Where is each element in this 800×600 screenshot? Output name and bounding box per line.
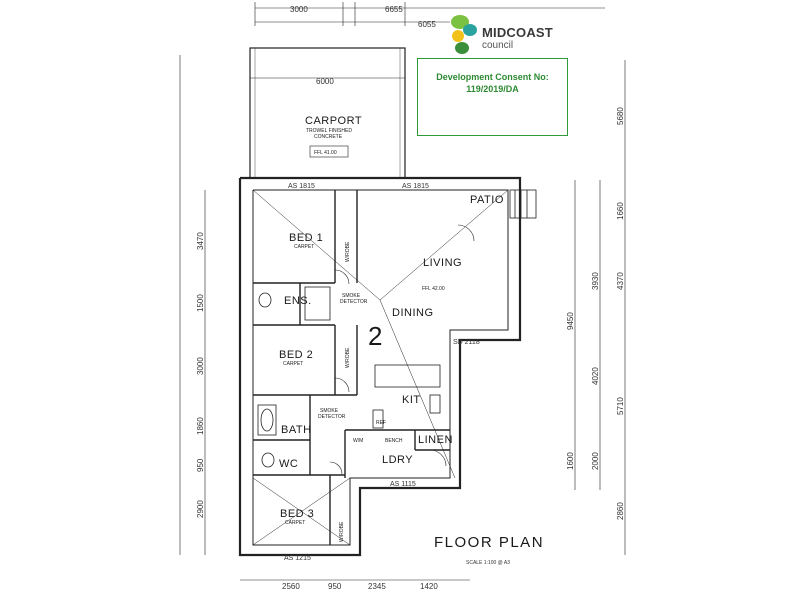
dim-right-4: 4370	[616, 272, 625, 290]
room-linen: LINEN	[418, 434, 453, 446]
carport-note-1: TROWEL FINISHED	[306, 128, 352, 134]
consent-number: 119/2019/DA	[466, 84, 519, 94]
room-ensuite: ENS.	[284, 295, 312, 307]
dim-left-1: 3470	[196, 232, 205, 250]
consent-title: Development Consent No:	[436, 72, 549, 82]
room-bed-2: BED 2	[279, 349, 313, 361]
bath-fixtures	[257, 286, 331, 468]
room-dining: DINING	[392, 307, 434, 319]
living-ffl: FFL 42.00	[422, 286, 445, 292]
room-bath: BATH	[281, 424, 312, 436]
dim-right-1: 5680	[616, 107, 625, 125]
door-swings	[329, 224, 475, 475]
logo-name: MIDCOAST	[482, 25, 553, 40]
room-patio: PATIO	[470, 194, 504, 206]
logo-subtitle: council	[482, 40, 514, 51]
house-outline	[238, 176, 522, 557]
kitchen-island	[372, 364, 441, 429]
room-living: LIVING	[423, 257, 462, 269]
dim-left-5: 950	[196, 458, 205, 472]
kitchen-ref: REF	[376, 420, 386, 426]
dim-as1215: AS 1215	[284, 555, 311, 562]
bed-3-floor: CARPET	[285, 520, 305, 526]
room-wc: WC	[279, 458, 298, 470]
logo-leaf-teal	[463, 24, 477, 36]
interior-walls	[253, 190, 450, 545]
patio-steps	[509, 189, 537, 219]
room-laundry: LDRY	[382, 454, 413, 466]
dim-right-10: 2860	[616, 502, 625, 520]
logo-leaf-dark-green	[455, 42, 469, 54]
dim-left-6: 2900	[196, 500, 205, 518]
bed-2-floor: CARPET	[283, 361, 303, 367]
bed-1-floor: CARPET	[294, 244, 314, 250]
left-dimension-lines	[179, 55, 206, 555]
smoke-detector-2-label: SMOKE	[320, 408, 339, 414]
dim-right-3: 3930	[591, 272, 600, 290]
dim-as1815-a: AS 1815	[288, 183, 315, 190]
scale-note: SCALE 1:100 @ A3	[466, 560, 510, 566]
dim-top-1: 3000	[290, 5, 308, 14]
dim-bottom-1: 2560	[282, 582, 300, 591]
development-consent-box: Development Consent No: 119/2019/DA	[417, 58, 568, 136]
dim-bottom-4: 1420	[420, 582, 438, 591]
floor-plan-title: FLOOR PLAN	[434, 534, 545, 551]
dim-right-7: 5710	[616, 397, 625, 415]
right-dimension-lines	[574, 60, 626, 555]
room-kitchen: KIT	[402, 394, 421, 406]
roof-hip-lines	[252, 189, 509, 546]
carport-note-2: CONCRETE	[314, 134, 343, 140]
room-bed-1: BED 1	[289, 232, 323, 244]
laundry-bench: BENCH	[385, 438, 403, 444]
dim-right-5: 9450	[566, 312, 575, 330]
top-dimension-lines	[254, 2, 605, 26]
laundry-wm: W/M	[353, 438, 363, 444]
wrobe-bed-2: W/ROBE	[345, 347, 351, 368]
dim-carport-width: 6000	[316, 77, 334, 86]
midcoast-logo-mark-icon	[451, 15, 477, 54]
room-bed-3: BED 3	[280, 508, 314, 520]
dim-left-4: 1860	[196, 417, 205, 435]
dim-left-3: 3000	[196, 357, 205, 375]
logo-leaf-yellow	[452, 30, 464, 42]
dim-right-9: 2000	[591, 452, 600, 470]
dim-left-2: 1500	[196, 294, 205, 312]
dim-as1815-b: AS 1815	[402, 183, 429, 190]
dim-bottom-2: 950	[328, 582, 342, 591]
dim-top-3: 6055	[418, 20, 436, 29]
dim-bottom-3: 2345	[368, 582, 386, 591]
carport-outline	[249, 47, 406, 179]
dim-right-6: 4020	[591, 367, 600, 385]
smoke-detector-2-label-2: DETECTOR	[318, 414, 346, 420]
dim-sd2118: SD 2118	[453, 339, 480, 346]
smoke-detector-1-label: SMOKE	[342, 293, 361, 299]
dim-right-2: 1660	[616, 202, 625, 220]
midcoast-council-logo: MIDCOAST council	[446, 12, 566, 60]
carport-ffl: FFL 41.00	[314, 150, 337, 156]
dim-as1115: AS 1115	[390, 481, 416, 488]
dim-top-2: 6655	[385, 5, 403, 14]
dim-right-8: 1600	[566, 452, 575, 470]
lot-number: 2	[368, 321, 382, 351]
wrobe-bed-3: W/ROBE	[339, 521, 345, 542]
wrobe-bed-1: W/ROBE	[345, 241, 351, 262]
smoke-detector-1-label-2: DETECTOR	[340, 299, 368, 305]
room-carport: CARPORT	[305, 115, 362, 127]
logo-leaf-green	[451, 15, 469, 29]
